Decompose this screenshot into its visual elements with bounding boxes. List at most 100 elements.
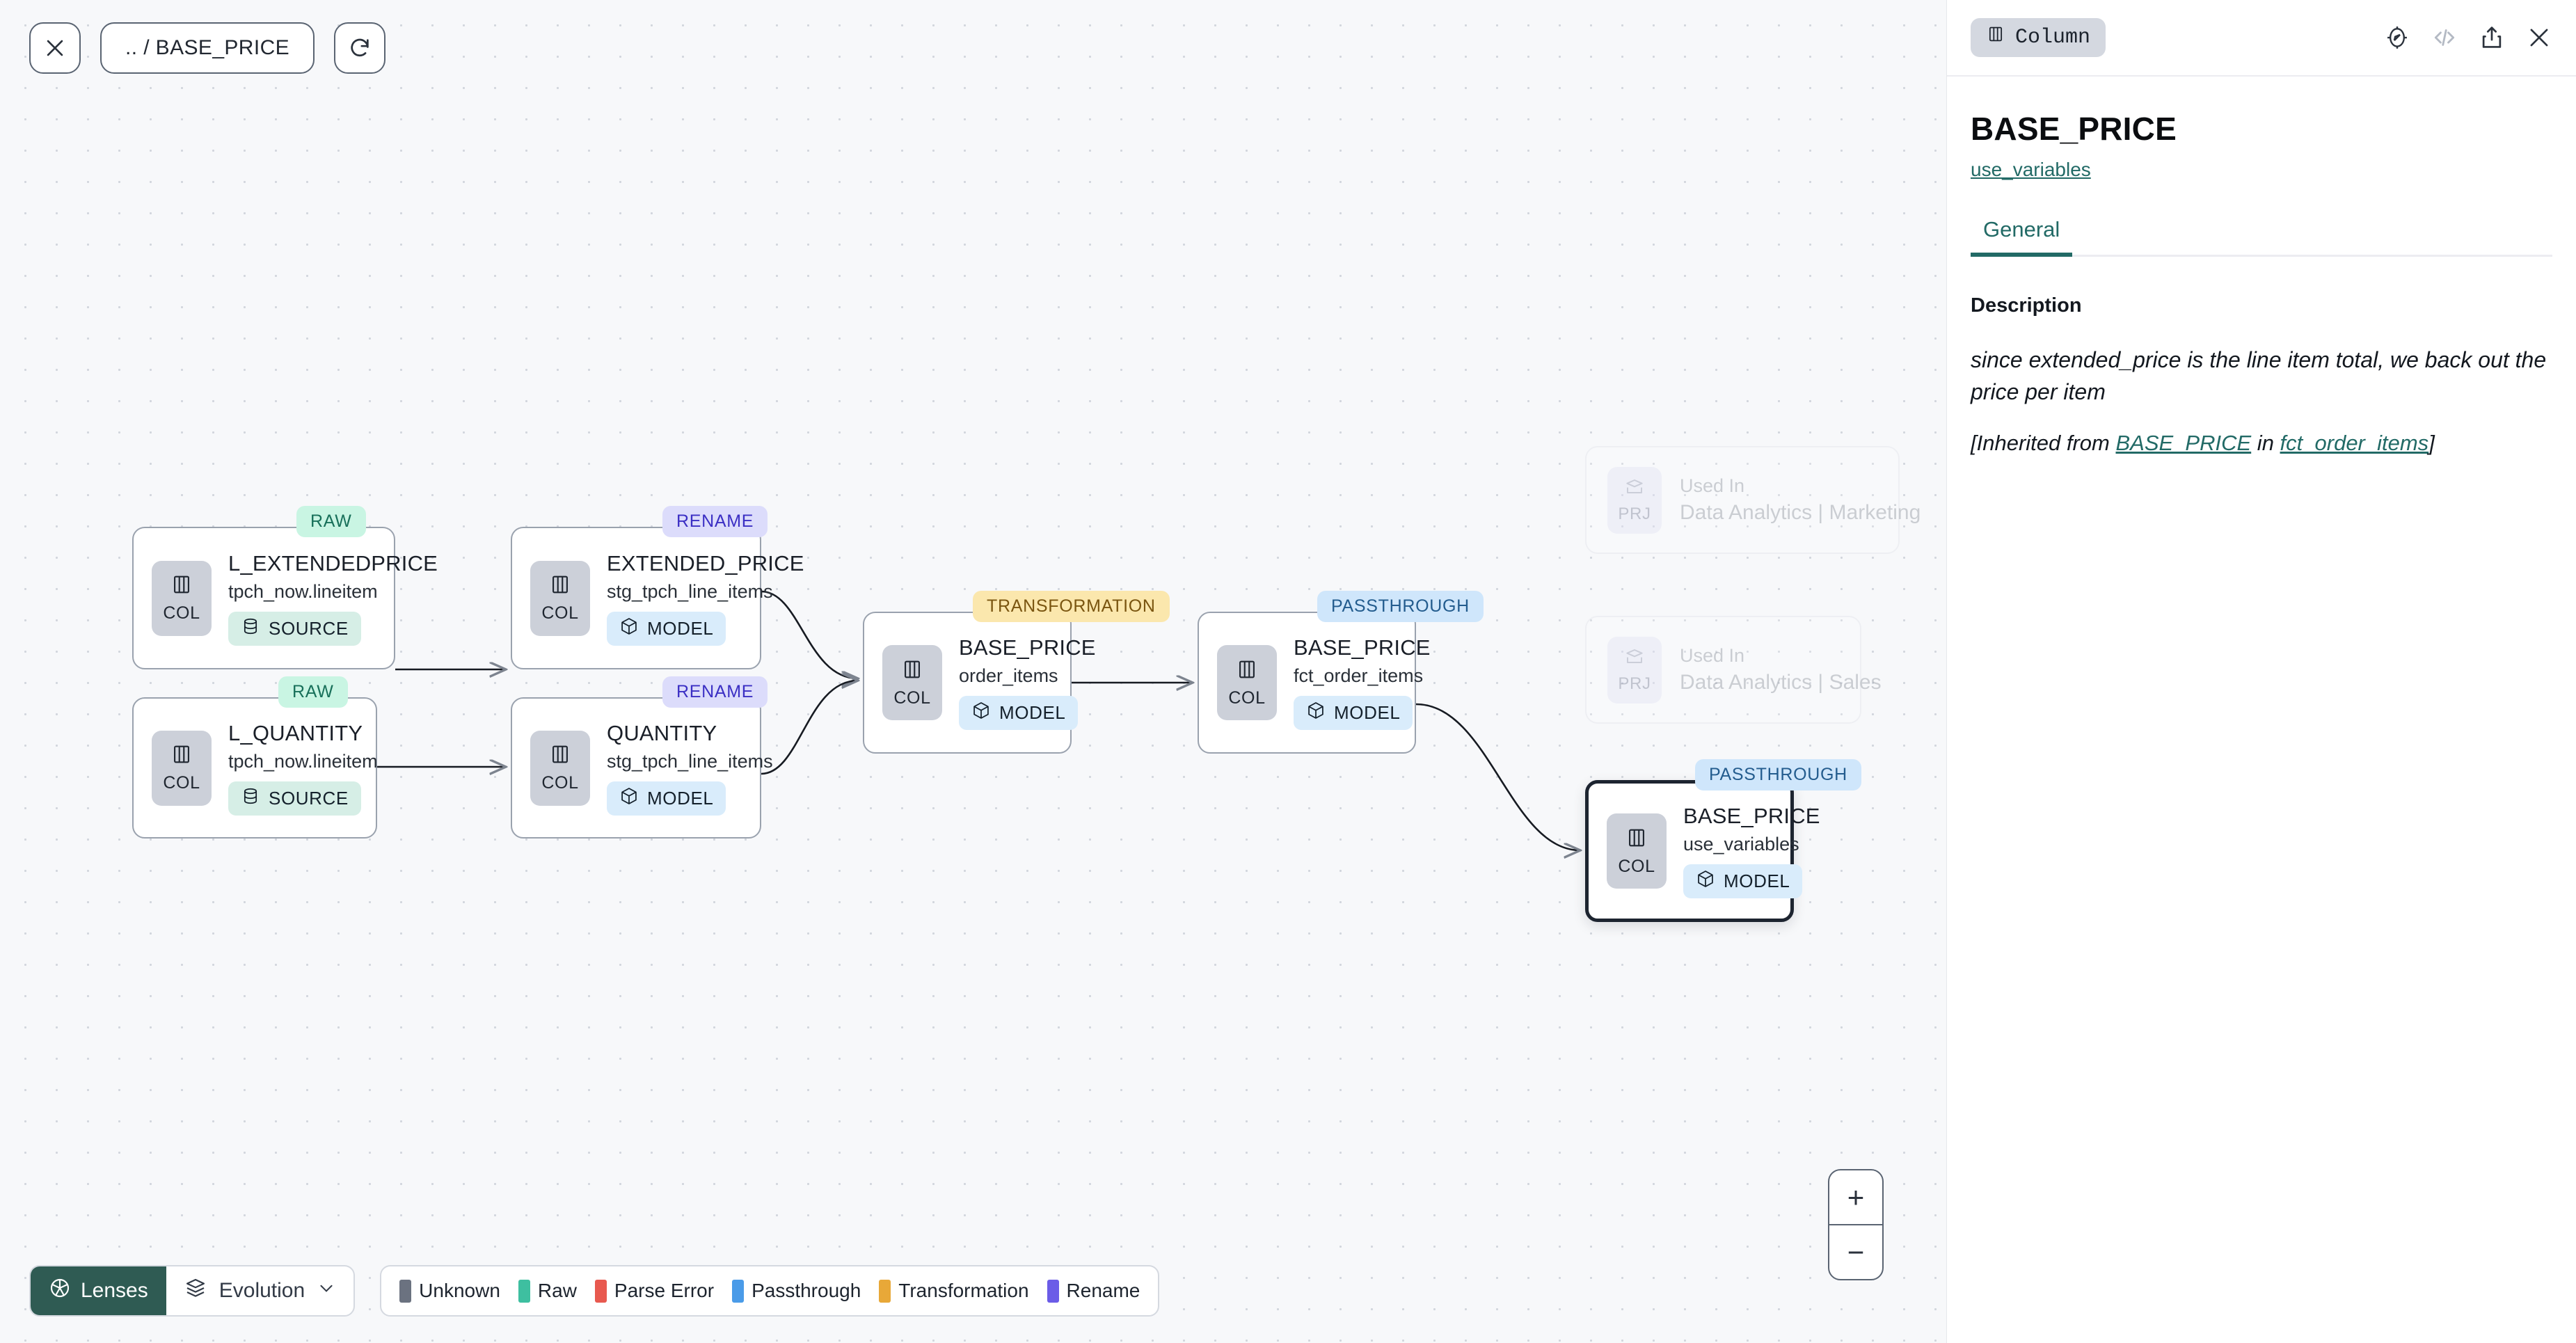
legend-swatch	[879, 1280, 891, 1303]
node-title: L_EXTENDEDPRICE	[228, 551, 438, 576]
graph-node-base_price_use_variables[interactable]: COLBASE_PRICEuse_variablesMODEL	[1585, 780, 1794, 922]
zoom-out-button[interactable]: −	[1829, 1225, 1882, 1279]
node-kind-label: MODEL	[647, 618, 713, 639]
graph-node-extended_price[interactable]: COLEXTENDED_PRICEstg_tpch_line_itemsMODE…	[511, 527, 761, 669]
node-tag-l_quantity: RAW	[278, 676, 348, 708]
explore-compass-icon[interactable]	[2384, 24, 2410, 51]
cube-icon	[1306, 701, 1326, 725]
legend-label: Transformation	[898, 1280, 1028, 1302]
legend-item-transformation[interactable]: Transformation	[879, 1280, 1028, 1303]
graph-node-quantity[interactable]: COLQUANTITYstg_tpch_line_itemsMODEL	[511, 697, 761, 839]
legend-swatch	[595, 1280, 607, 1303]
node-kind-badge: MODEL	[1294, 696, 1413, 730]
graph-node-base_price_fct_order_items[interactable]: COLBASE_PRICEfct_order_itemsMODEL	[1198, 612, 1416, 754]
breadcrumb[interactable]: .. / BASE_PRICE	[100, 22, 315, 74]
column-icon	[548, 742, 572, 770]
panel-tabs: General	[1971, 217, 2552, 257]
lenses-button[interactable]: Lenses	[31, 1266, 166, 1315]
node-kind-label: MODEL	[999, 702, 1065, 724]
column-icon	[548, 573, 572, 600]
node-subtitle: fct_order_items	[1294, 665, 1423, 687]
used-in-project: Data Analytics | Sales	[1680, 671, 1882, 694]
node-subtitle: order_items	[959, 665, 1058, 687]
project-type-chip: PRJ	[1607, 637, 1662, 704]
aperture-icon	[49, 1277, 71, 1305]
share-icon[interactable]	[2479, 24, 2505, 51]
lenses-segmented-control: Lenses Evolution	[29, 1265, 355, 1317]
node-kind-label: SOURCE	[269, 618, 349, 639]
entity-type-label: Column	[2015, 26, 2090, 49]
column-chip-label: COL	[1228, 688, 1265, 708]
project-icon	[1623, 476, 1646, 502]
database-icon	[241, 786, 260, 811]
description-section: Description since extended_price is the …	[1947, 257, 2576, 456]
zoom-in-button[interactable]: +	[1829, 1170, 1882, 1225]
legend-item-raw[interactable]: Raw	[518, 1280, 577, 1303]
description-label: Description	[1971, 294, 2552, 317]
used-in-card-used-in-marketing[interactable]: PRJUsed InData Analytics | Marketing	[1585, 446, 1900, 554]
inherited-note: [Inherited from BASE_PRICE in fct_order_…	[1971, 431, 2552, 456]
page-title: BASE_PRICE	[1947, 77, 2576, 148]
evolution-label: Evolution	[219, 1279, 305, 1303]
lineage-legend: Unknown Raw Parse Error Passthrough Transfor…	[380, 1265, 1159, 1317]
node-tag-base_price_fct_order_items: PASSTHROUGH	[1317, 591, 1484, 622]
column-type-chip: COL	[1217, 645, 1277, 720]
column-chip-label: COL	[893, 688, 930, 708]
legend-label: Rename	[1067, 1280, 1140, 1302]
graph-node-l_quantity[interactable]: COLL_QUANTITYtpch_now.lineitemSOURCE	[132, 697, 377, 839]
cube-icon	[619, 617, 639, 641]
column-icon	[1625, 826, 1648, 853]
project-type-chip: PRJ	[1607, 467, 1662, 534]
node-subtitle: tpch_now.lineitem	[228, 581, 378, 603]
node-kind-label: MODEL	[1334, 702, 1400, 724]
database-icon	[241, 617, 260, 641]
panel-actions	[2384, 24, 2552, 51]
column-chip-label: COL	[541, 773, 578, 793]
lineage-canvas[interactable]: .. / BASE_PRICE RAWCOLL_EXTENDEDPRICEtpc…	[0, 0, 1946, 1343]
node-kind-label: MODEL	[1724, 871, 1790, 892]
refresh-icon[interactable]	[334, 22, 385, 74]
column-chip-label: COL	[541, 603, 578, 623]
code-icon[interactable]	[2431, 24, 2458, 51]
cube-icon	[619, 786, 639, 811]
node-tag-quantity: RENAME	[662, 676, 768, 708]
legend-item-rename[interactable]: Rename	[1047, 1280, 1140, 1303]
node-title: QUANTITY	[607, 721, 717, 746]
graph-node-base_price_order_items[interactable]: COLBASE_PRICEorder_itemsMODEL	[863, 612, 1072, 754]
column-icon	[170, 742, 193, 770]
inherited-column-link[interactable]: BASE_PRICE	[2115, 431, 2251, 455]
canvas-toolbar: .. / BASE_PRICE	[29, 22, 385, 74]
node-tag-extended_price: RENAME	[662, 506, 768, 537]
inherited-mid: in	[2251, 431, 2280, 455]
inherited-suffix: ]	[2428, 431, 2435, 455]
node-kind-badge: MODEL	[959, 696, 1078, 730]
column-type-chip: COL	[152, 561, 212, 636]
close-icon[interactable]	[2526, 24, 2552, 51]
column-icon	[900, 658, 924, 685]
legend-item-passthrough[interactable]: Passthrough	[732, 1280, 861, 1303]
node-kind-label: SOURCE	[269, 788, 349, 809]
node-title: L_QUANTITY	[228, 721, 363, 746]
node-kind-badge: SOURCE	[228, 781, 361, 816]
node-tag-l_extendedprice: RAW	[296, 506, 366, 537]
used-in-card-used-in-sales[interactable]: PRJUsed InData Analytics | Sales	[1585, 616, 1861, 724]
column-chip-label: COL	[1618, 857, 1655, 877]
legend-label: Passthrough	[752, 1280, 861, 1302]
node-title: BASE_PRICE	[1683, 804, 1820, 829]
column-type-chip: COL	[882, 645, 942, 720]
project-chip-label: PRJ	[1618, 674, 1651, 694]
node-subtitle: use_variables	[1683, 834, 1799, 855]
graph-node-l_extendedprice[interactable]: COLL_EXTENDEDPRICEtpch_now.lineitemSOURC…	[132, 527, 395, 669]
column-chip-label: COL	[163, 603, 200, 623]
parent-model-link[interactable]: use_variables	[1971, 159, 2552, 181]
tab-general[interactable]: General	[1971, 217, 2072, 255]
legend-item-unknown[interactable]: Unknown	[399, 1280, 500, 1303]
close-graph-button[interactable]	[29, 22, 81, 74]
inherited-model-link[interactable]: fct_order_items	[2280, 431, 2429, 455]
evolution-dropdown[interactable]: Evolution	[166, 1266, 353, 1315]
legend-label: Raw	[538, 1280, 577, 1302]
lenses-label: Lenses	[81, 1279, 148, 1303]
entity-type-chip: Column	[1971, 18, 2106, 57]
legend-item-parse-error[interactable]: Parse Error	[595, 1280, 714, 1303]
